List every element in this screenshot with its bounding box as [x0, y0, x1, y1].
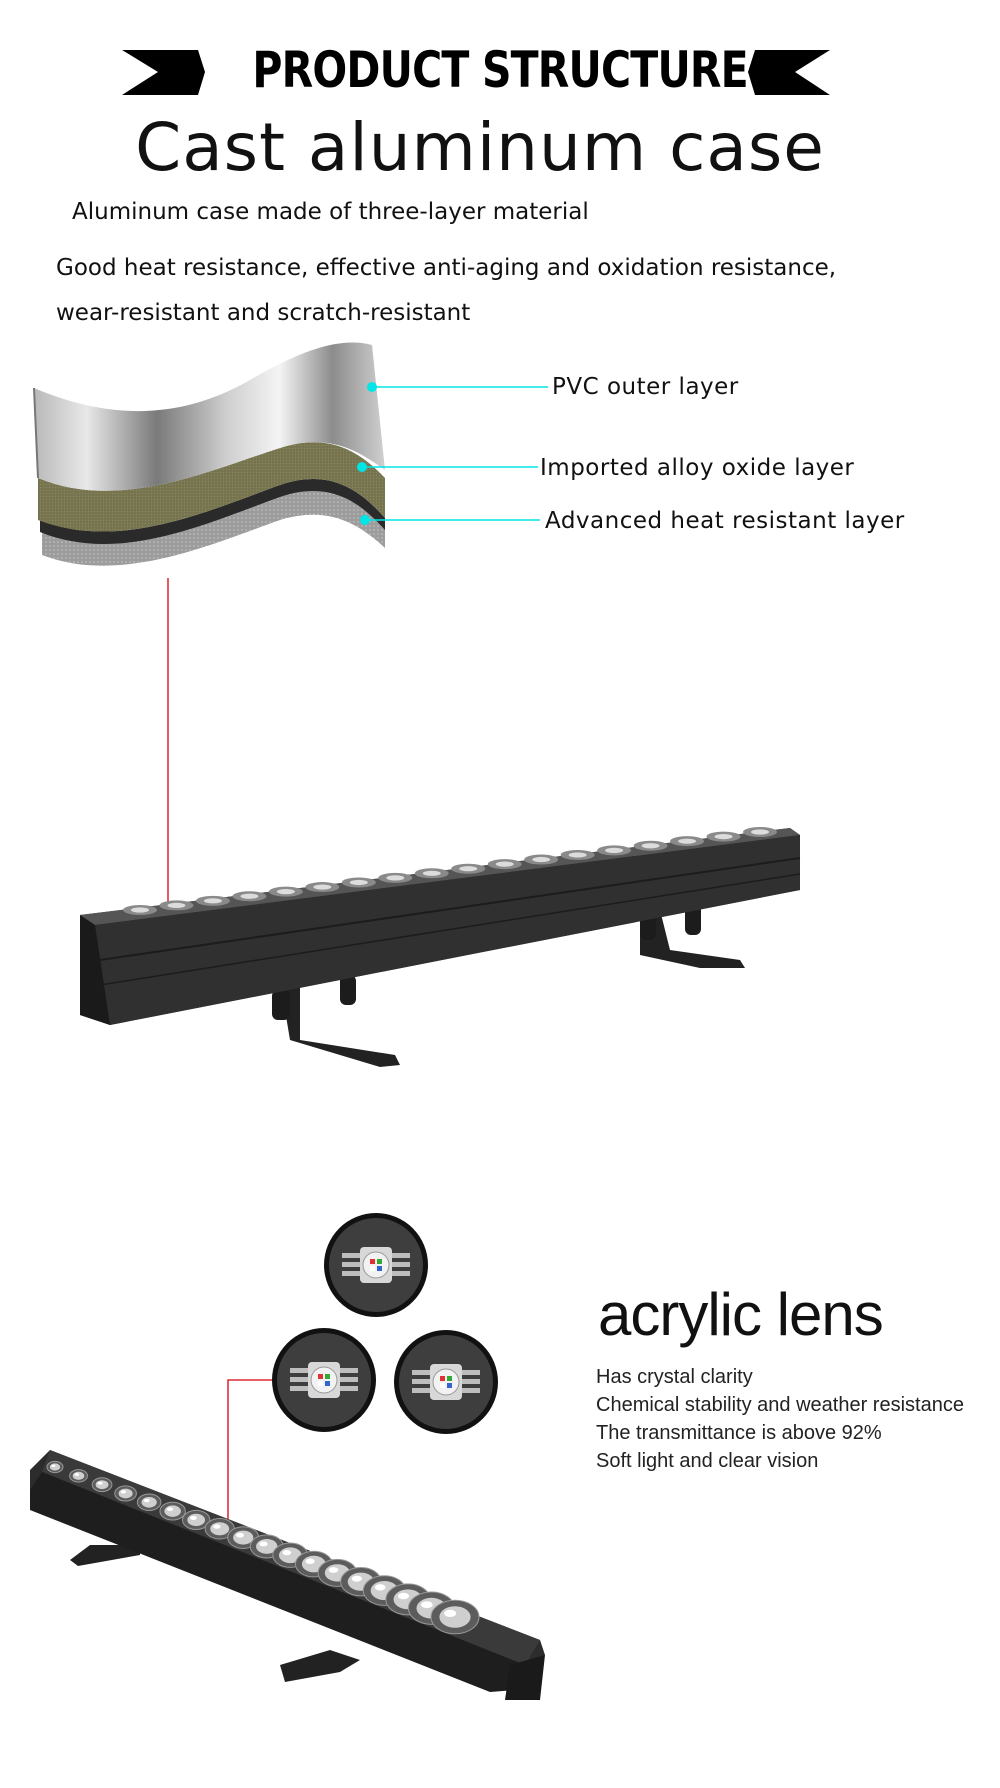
layer-label-alloy-oxide: Imported alloy oxide layer	[540, 455, 855, 481]
led-chip-circle-right	[394, 1330, 498, 1434]
led-lens	[91, 1477, 113, 1493]
led-lens	[159, 1501, 186, 1521]
led-lens	[268, 886, 303, 897]
led-lens	[114, 1485, 137, 1502]
lens-feature-1: Has crystal clarity	[596, 1366, 753, 1388]
led-lens	[305, 882, 340, 893]
case-subtitle: Aluminum case made of three-layer materi…	[72, 199, 589, 225]
led-lens	[195, 895, 230, 906]
layer-label-pvc: PVC outer layer	[552, 374, 739, 400]
led-chip-circle-top	[324, 1213, 428, 1317]
light-bar-product-2	[30, 1450, 545, 1700]
led-lens	[706, 831, 741, 842]
light-bar-product-1	[80, 827, 801, 1067]
lens-feature-3: The transmittance is above 92%	[596, 1422, 882, 1444]
led-lens	[136, 1493, 162, 1512]
led-lens	[633, 840, 668, 851]
led-lens	[182, 1509, 211, 1530]
header-left-arrow-icon	[122, 50, 205, 95]
page-header-title: PRODUCT STRUCTURE	[0, 40, 1000, 100]
led-lens	[341, 877, 376, 888]
led-lens	[204, 1518, 235, 1540]
led-chip-circle-left	[272, 1328, 376, 1432]
led-lens	[560, 849, 595, 860]
led-lens	[69, 1469, 88, 1483]
layer-label-heat-resistant: Advanced heat resistant layer	[545, 508, 905, 534]
led-lens	[743, 827, 777, 837]
lens-detail-group	[272, 1213, 498, 1434]
led-lens	[378, 872, 413, 883]
header-right-arrow-icon	[748, 50, 830, 95]
layered-material-illustration	[33, 342, 385, 566]
case-description-line2: wear-resistant and scratch-resistant	[56, 300, 471, 326]
led-lens	[430, 1599, 480, 1635]
led-lens	[232, 891, 267, 902]
led-lens	[524, 854, 559, 865]
lens-feature-2: Chemical stability and weather resistanc…	[596, 1394, 964, 1416]
led-lens	[487, 859, 522, 870]
led-lens	[159, 900, 194, 911]
led-lens	[123, 905, 157, 915]
led-lens	[451, 863, 486, 874]
lens-pointer-line	[227, 1379, 272, 1522]
led-lens	[414, 868, 449, 879]
lens-section-title: acrylic lens	[598, 1281, 884, 1348]
layer-callouts	[357, 382, 548, 525]
lens-feature-4: Soft light and clear vision	[596, 1450, 819, 1472]
header-title-text: PRODUCT STRUCTURE	[252, 41, 748, 99]
case-section-title: Cast aluminum case	[135, 109, 825, 186]
led-lens	[597, 845, 632, 856]
led-lens	[670, 836, 705, 847]
case-description-line1: Good heat resistance, effective anti-agi…	[56, 255, 837, 281]
led-lens	[46, 1460, 64, 1474]
